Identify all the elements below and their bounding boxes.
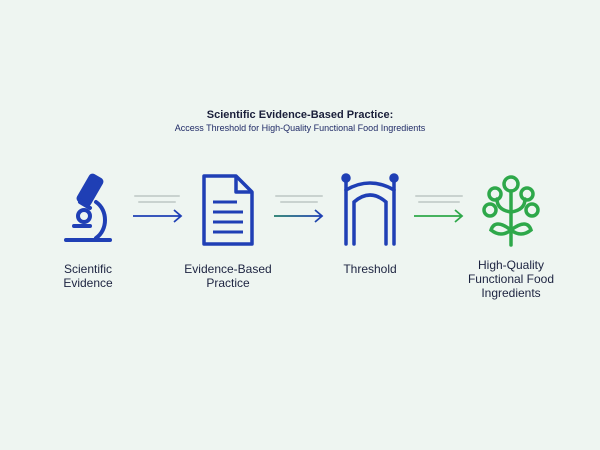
microscope-icon (64, 173, 112, 242)
label-line: High-Quality (477, 258, 545, 272)
arrow-caption-placeholder (134, 195, 180, 197)
arrow-caption-placeholder (275, 195, 323, 197)
arrow-caption-placeholder (418, 201, 460, 203)
arrow-caption-placeholder (280, 201, 318, 203)
step-label-scientific-evidence: Scientific Evidence (18, 262, 158, 290)
arrow-1 (133, 209, 183, 223)
label-line: Practice (206, 276, 250, 290)
label-line: Evidence (63, 276, 113, 290)
label-line: Functional Food (467, 272, 555, 286)
arrow-3 (414, 209, 464, 223)
step-label-high-quality-ingredients: High-Quality Functional Food Ingredients (441, 258, 581, 300)
arrow-2 (274, 209, 324, 223)
label-line: Scientific (63, 262, 113, 276)
label-line: Ingredients (481, 286, 541, 300)
label-line: Evidence-Based (184, 262, 272, 276)
label-line: Threshold (343, 262, 397, 276)
arrow-caption-placeholder (415, 195, 463, 197)
plant-icon (482, 175, 540, 247)
diagram-title: Scientific Evidence-Based Practice: (206, 109, 394, 121)
document-icon (202, 174, 254, 246)
diagram-subtitle: Access Threshold for High-Quality Functi… (174, 123, 426, 133)
arrow-caption-placeholder (138, 201, 176, 203)
step-label-threshold: Threshold (300, 262, 440, 276)
step-label-evidence-based-practice: Evidence-Based Practice (158, 262, 298, 290)
gate-arch-icon (341, 173, 399, 246)
